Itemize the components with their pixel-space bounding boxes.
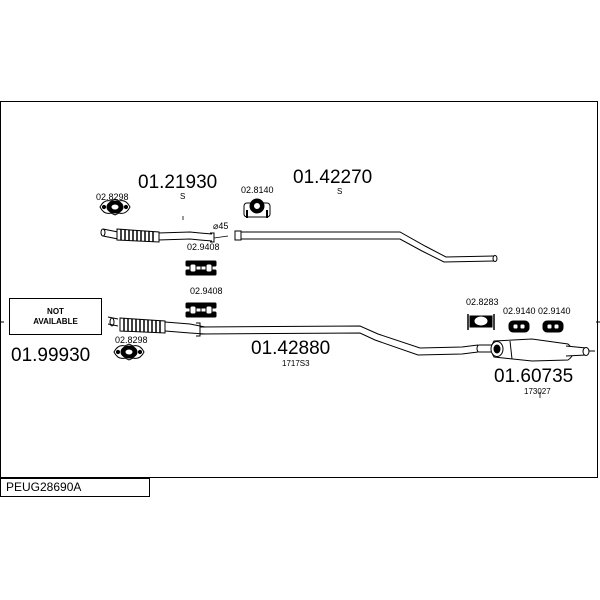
front-pipe-upper	[100, 228, 213, 242]
not-available-line2: AVAILABLE	[33, 316, 78, 326]
gasket-icon	[113, 343, 145, 361]
not-available-line1: NOT	[47, 306, 64, 316]
part-suffix-01-60735: 173027	[524, 387, 551, 396]
part-suffix-01-42880: 1717S3	[282, 359, 310, 368]
rubber-hanger-icon	[508, 320, 530, 333]
drawing-code-box: PEUG28690A	[0, 478, 150, 497]
flex-bellows-upper	[116, 228, 160, 243]
accessory-label-02-8140: 02.8140	[241, 185, 274, 195]
rubber-mount-icon	[185, 260, 217, 276]
accessory-label-02-9408-mid: 02.9408	[190, 286, 223, 296]
u-clamp-icon	[467, 314, 495, 330]
accessory-label-02-8283: 02.8283	[466, 297, 499, 307]
not-available-box: NOT AVAILABLE	[9, 298, 102, 335]
rubber-mount-icon	[185, 302, 217, 318]
clamp-lower	[196, 322, 201, 337]
part-number-01-21930: 01.21930	[138, 172, 218, 193]
flange-clamp-icon	[243, 198, 271, 218]
flex-bellows-lower	[119, 317, 166, 334]
accessory-label-02-9140-b: 02.9140	[538, 306, 571, 316]
clamp-upper	[210, 232, 215, 243]
accessory-label-02-8298-top: 02.8298	[96, 192, 129, 202]
part-number-01-60735: 01.60735	[494, 366, 574, 387]
part-suffix-01-42270: S	[337, 187, 343, 196]
part-number-01-99930: 01.99930	[11, 345, 91, 366]
rubber-hanger-icon	[542, 320, 564, 333]
part-suffix-01-21930: S	[180, 192, 186, 201]
diameter-label: ⌀45	[213, 221, 229, 231]
accessory-label-02-9140-a: 02.9140	[503, 306, 536, 316]
rear-silencer	[479, 338, 595, 362]
accessory-label-02-9408-top: 02.9408	[187, 242, 220, 252]
gasket-icon	[99, 198, 131, 216]
accessory-label-02-8298-bottom: 02.8298	[115, 335, 148, 345]
part-number-01-42270: 01.42270	[293, 167, 373, 188]
diagram-frame	[0, 101, 598, 478]
centre-pipe-lower	[199, 325, 482, 356]
centre-pipe-upper	[234, 230, 498, 263]
part-number-01-42880: 01.42880	[251, 338, 331, 359]
diameter-leader	[213, 235, 229, 239]
drawing-code: PEUG28690A	[6, 480, 82, 494]
